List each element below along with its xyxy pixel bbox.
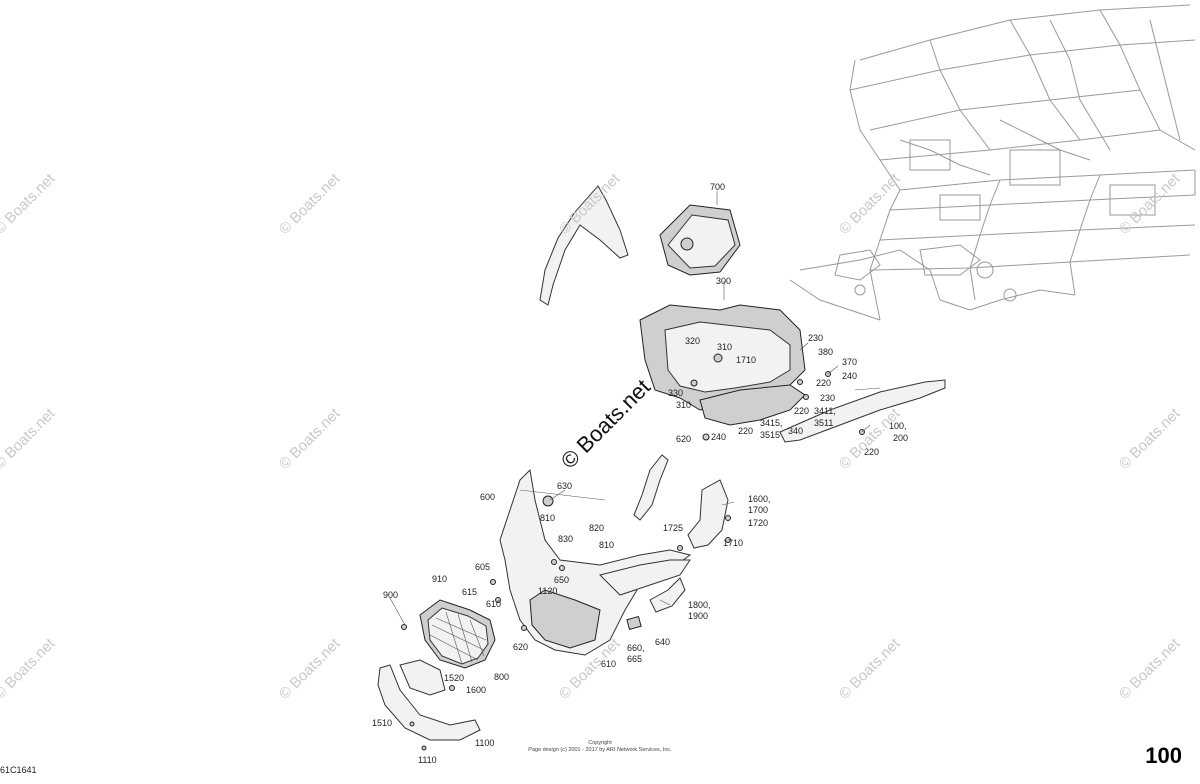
- callout-220c: 220: [738, 426, 753, 436]
- watermark: © Boats.net: [1116, 405, 1184, 473]
- side-bracket-1600: [687, 479, 729, 549]
- callout-labels: 700 300 320 310 1710 230 380 370 240 220 230 330 310…: [372, 182, 908, 765]
- watermark: © Boats.net: [276, 405, 344, 473]
- grille-910: [419, 599, 496, 669]
- callout-1120: 1120: [538, 586, 557, 596]
- copyright-line-2: Page design (c) 2001 - 2017 by ARI Netwo…: [528, 747, 672, 753]
- watermark: © Boats.net: [836, 170, 904, 238]
- callout-240b: 240: [711, 432, 726, 442]
- callout-200: 200: [893, 433, 908, 443]
- callout-1710a: 1710: [736, 355, 756, 365]
- callout-220b: 220: [794, 406, 809, 416]
- callout-820a: 820: [589, 523, 604, 533]
- callout-380: 380: [818, 347, 833, 357]
- callout-3411: 3411,: [814, 406, 836, 416]
- skid-plate-1520: [399, 659, 446, 696]
- dashboard-300: [639, 304, 806, 426]
- vehicle-frame-drawing: [789, 4, 1196, 321]
- callout-665: 665: [627, 654, 642, 664]
- callout-610b: 610: [601, 659, 616, 669]
- watermark: © Boats.net: [0, 170, 59, 238]
- cover-700: [659, 204, 741, 276]
- watermark-center: © Boats.net: [556, 374, 655, 473]
- watermark: © Boats.net: [836, 635, 904, 703]
- copyright-line-1: Copyright: [588, 740, 612, 746]
- callout-700: 700: [710, 182, 725, 192]
- callout-3515: 3515: [760, 430, 780, 440]
- callout-1725: 1725: [663, 523, 683, 533]
- side-trim-100: [779, 379, 946, 443]
- callout-1100: 1100: [475, 738, 494, 748]
- callout-320: 320: [685, 336, 700, 346]
- callout-810a: 810: [540, 513, 555, 523]
- watermark: © Boats.net: [1116, 170, 1184, 238]
- watermark: © Boats.net: [0, 405, 59, 473]
- callout-1720: 1720: [748, 518, 768, 528]
- callout-370: 370: [842, 357, 857, 367]
- callout-900: 900: [383, 590, 398, 600]
- part-640: [626, 616, 642, 630]
- watermark: © Boats.net: [0, 635, 59, 703]
- lower-skid-1100: [377, 664, 481, 741]
- callout-1700: 1700: [748, 505, 768, 515]
- callout-340: 340: [788, 426, 803, 436]
- callout-1600b: 1600: [466, 685, 486, 695]
- page-number: 100: [1145, 743, 1182, 768]
- callout-100: 100,: [889, 421, 907, 431]
- callout-220d: 220: [864, 447, 879, 457]
- callout-830: 830: [558, 534, 573, 544]
- callout-910: 910: [432, 574, 447, 584]
- callout-630: 630: [557, 481, 572, 491]
- watermark: © Boats.net: [1116, 635, 1184, 703]
- callout-620a: 620: [676, 434, 691, 444]
- callout-800: 800: [494, 672, 509, 682]
- callout-1600a: 1600,: [748, 494, 771, 504]
- callout-640: 640: [655, 637, 670, 647]
- callout-240a: 240: [842, 371, 857, 381]
- callout-3511: 3511: [814, 418, 833, 428]
- callout-605: 605: [475, 562, 490, 572]
- callout-1510: 1510: [372, 718, 392, 728]
- bracket-1800: [649, 577, 686, 613]
- callout-3415: 3415,: [760, 418, 783, 428]
- callout-650: 650: [554, 575, 569, 585]
- drawing-id: 61C1641: [0, 765, 37, 775]
- callout-1900: 1900: [688, 611, 708, 621]
- callout-620b: 620: [513, 642, 528, 652]
- callout-615: 615: [462, 587, 477, 597]
- callout-230a: 230: [808, 333, 823, 343]
- callout-230b: 230: [820, 393, 835, 403]
- watermark: © Boats.net: [276, 170, 344, 238]
- side-panel-left-upper: [539, 185, 629, 306]
- callout-610a: 610: [486, 599, 501, 609]
- callout-300: 300: [716, 276, 731, 286]
- callout-1110: 1110: [418, 755, 437, 765]
- callout-1520: 1520: [444, 673, 464, 683]
- callout-1800: 1800,: [688, 600, 711, 610]
- callout-810b: 810: [599, 540, 614, 550]
- callout-600: 600: [480, 492, 495, 502]
- leader-lines: [389, 191, 871, 626]
- front-fascia-600: [499, 468, 692, 656]
- strut-bracket: [633, 454, 669, 521]
- callout-310a: 310: [717, 342, 732, 352]
- callout-1710b: 1710: [723, 538, 743, 548]
- hardware-dots: [401, 353, 865, 751]
- watermark: © Boats.net: [276, 635, 344, 703]
- callout-330: 330: [668, 388, 683, 398]
- callout-310b: 310: [676, 400, 691, 410]
- callout-220a: 220: [816, 378, 831, 388]
- callout-660: 660,: [627, 643, 645, 653]
